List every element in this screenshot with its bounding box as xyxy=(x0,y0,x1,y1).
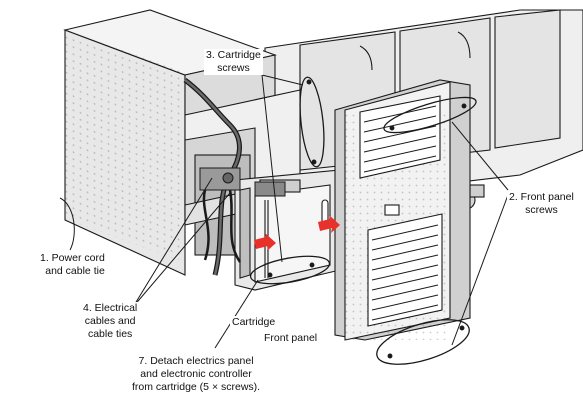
cartridge-arrow-right xyxy=(318,215,340,233)
louver-slats xyxy=(363,105,439,321)
front-panel-bottom-screws-highlight xyxy=(376,319,470,365)
callout-front-panel-screws: 2. Front panel screws xyxy=(507,191,576,217)
electrical-components xyxy=(199,167,286,263)
callout-cartridge: Cartridge xyxy=(230,316,278,329)
front-panel-top-screws-highlight xyxy=(383,96,477,134)
pull-out-arrows xyxy=(254,215,340,251)
callout-front-panel: Front panel xyxy=(262,332,320,345)
callout-power-cord: 1. Power cord and cable tie xyxy=(38,252,107,278)
cartridge xyxy=(234,169,341,291)
callout-electrical-cables: 4. Electrical cables and cable ties xyxy=(81,302,140,341)
cartridge-bottom-screws-highlight xyxy=(249,255,331,285)
cartridge-arrow-left xyxy=(254,233,276,251)
screw-highlights xyxy=(249,76,477,365)
cartridge-top-screws-highlight xyxy=(299,76,325,168)
leader-lines xyxy=(59,74,509,349)
front-panel xyxy=(334,79,471,341)
callout-cartridge-screws: 3. Cartridge screws xyxy=(204,49,263,75)
callout-detach-electrics: 7. Detach electrics panel and electronic… xyxy=(130,355,263,394)
